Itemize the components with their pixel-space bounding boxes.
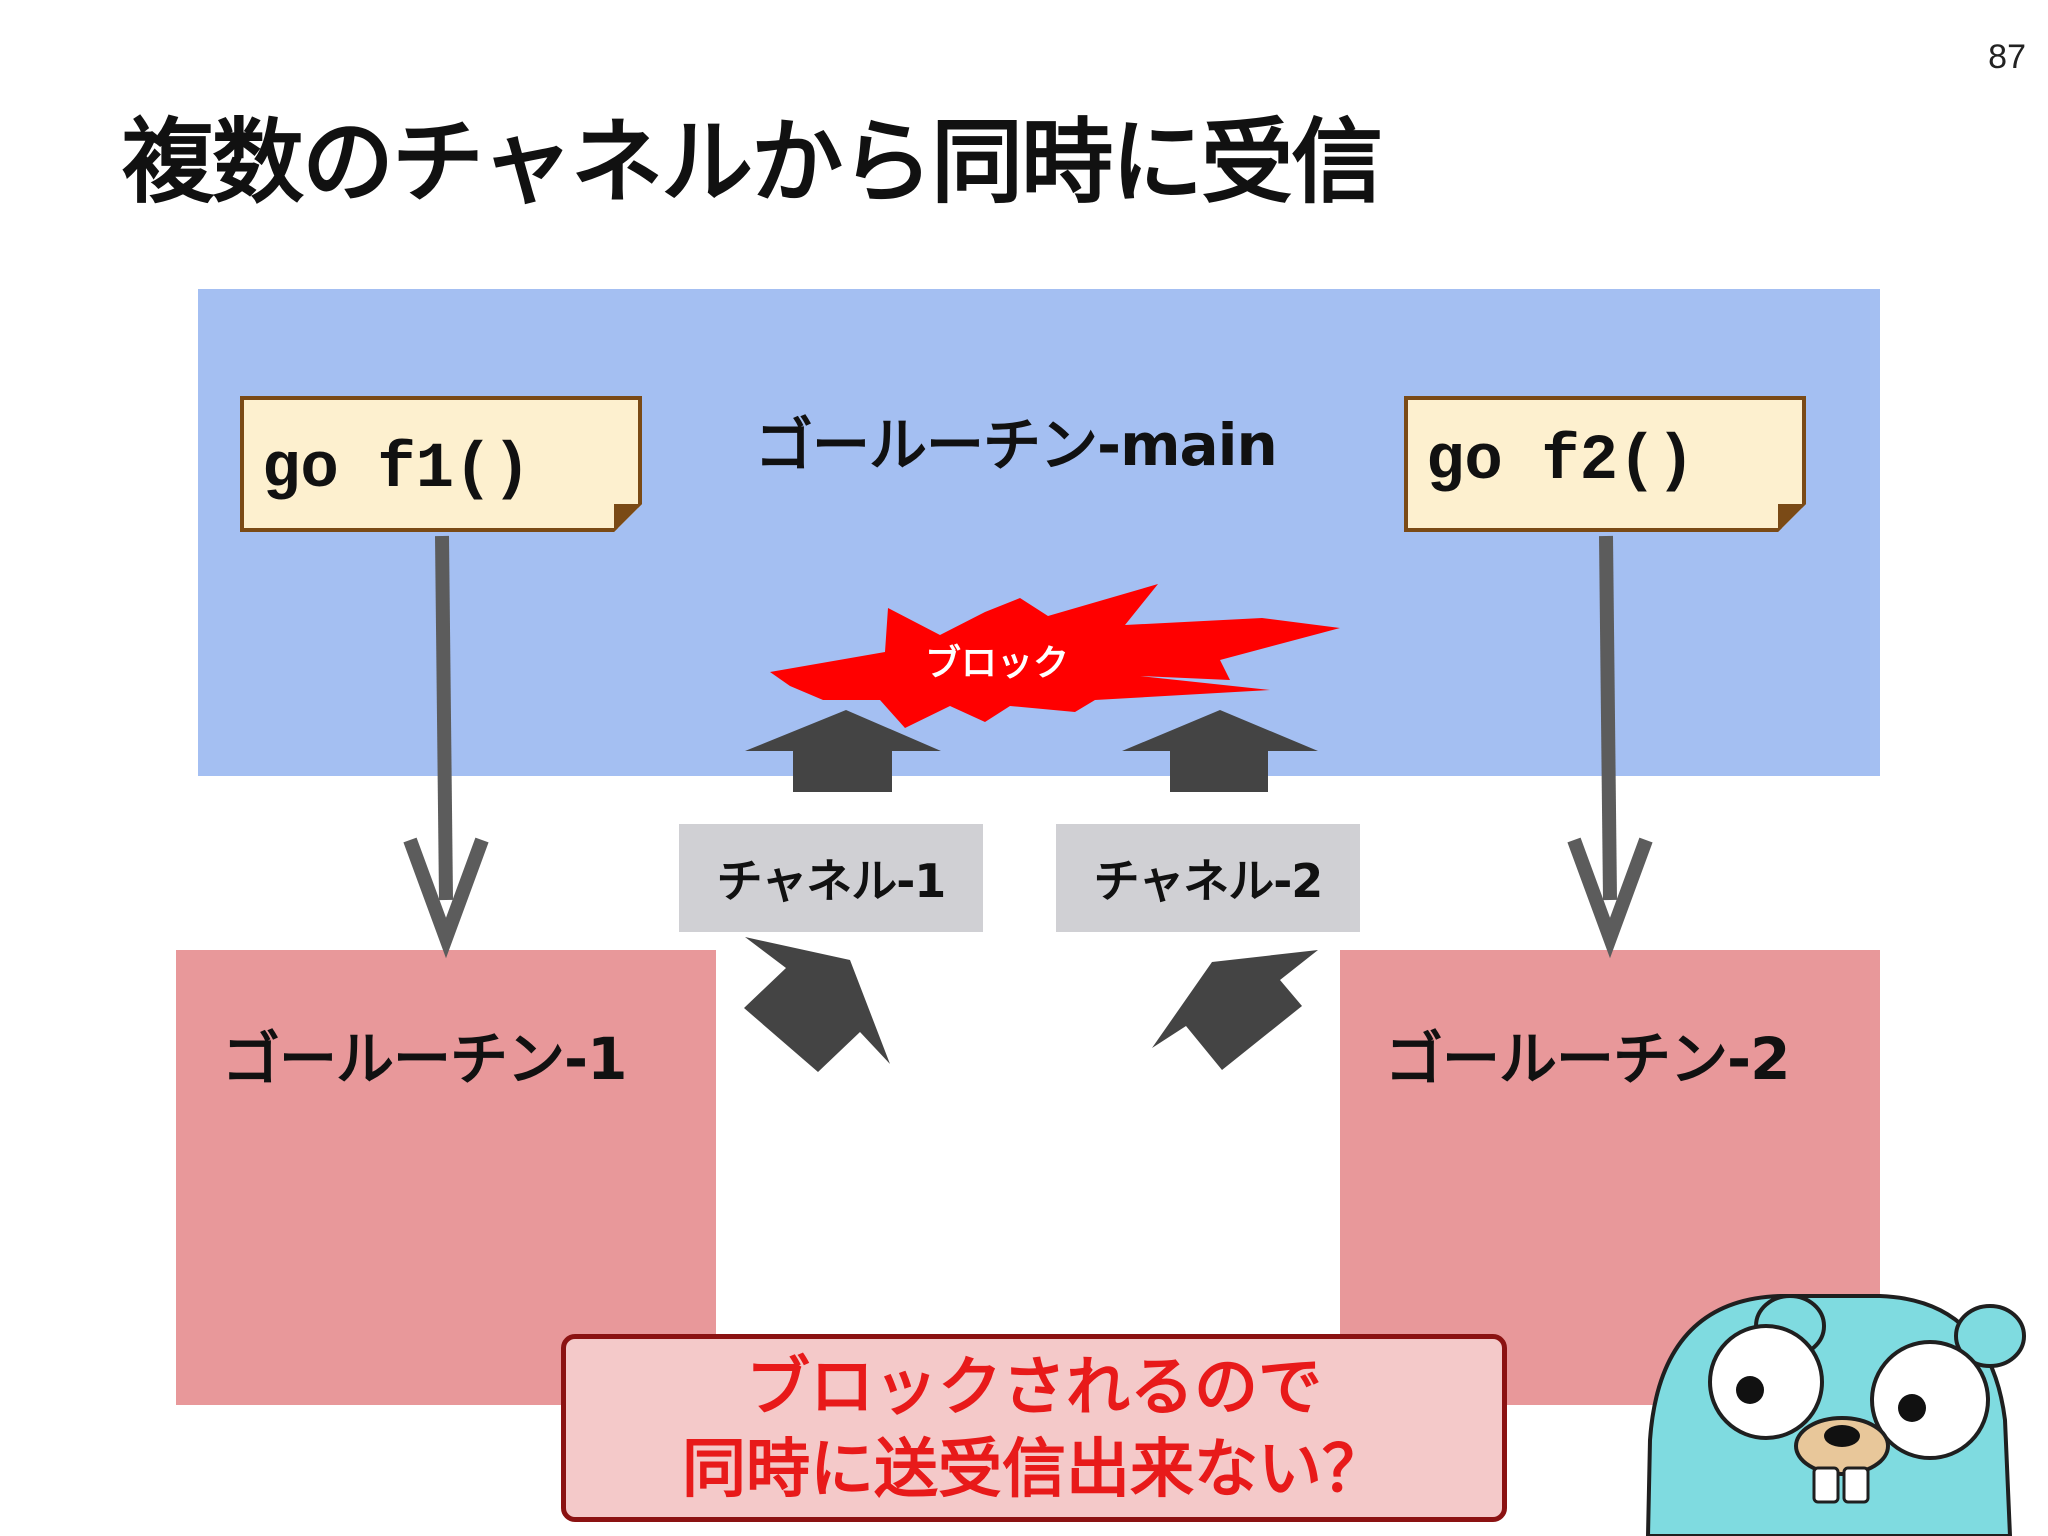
note-go-f1: [240, 396, 642, 532]
note-go-f2: [1404, 396, 1806, 532]
channel-2-box: チャネル-2: [1056, 824, 1360, 932]
goroutine-2-label: ゴールーチン-2: [1385, 1025, 1790, 1093]
callout-line-1: ブロックされるので: [746, 1351, 1322, 1425]
arrow-f2-to-goroutine2: [1567, 535, 1653, 959]
block-burst-label: ブロック: [925, 643, 1070, 684]
gopher-mascot-icon: [1645, 1294, 2026, 1536]
arrow-channel1-to-main: [745, 710, 941, 792]
goroutine-1-box: [176, 950, 716, 1405]
arrow-channel2-to-main: [1122, 710, 1318, 792]
callout-box: ブロックされるので 同時に送受信出来ない？: [561, 1334, 1507, 1522]
channel-1-box: チャネル-1: [679, 824, 983, 932]
code-go-f2: go f2(): [1426, 426, 1695, 498]
arrow-f1-to-goroutine1: [403, 535, 489, 959]
arrow-goroutine2-to-channel2: [1152, 950, 1318, 1070]
page-number: 87: [1988, 38, 2026, 76]
block-burst-icon: [770, 584, 1340, 728]
arrow-goroutine1-to-channel1: [744, 937, 890, 1072]
goroutine-1-label: ゴールーチン-1: [222, 1025, 627, 1093]
code-go-f1: go f1(): [262, 434, 531, 506]
slide-title: 複数のチャネルから同時に受信: [122, 109, 1383, 216]
callout-line-2: 同時に送受信出来ない？: [682, 1433, 1386, 1507]
goroutine-main-label: ゴールーチン-main: [755, 411, 1278, 479]
